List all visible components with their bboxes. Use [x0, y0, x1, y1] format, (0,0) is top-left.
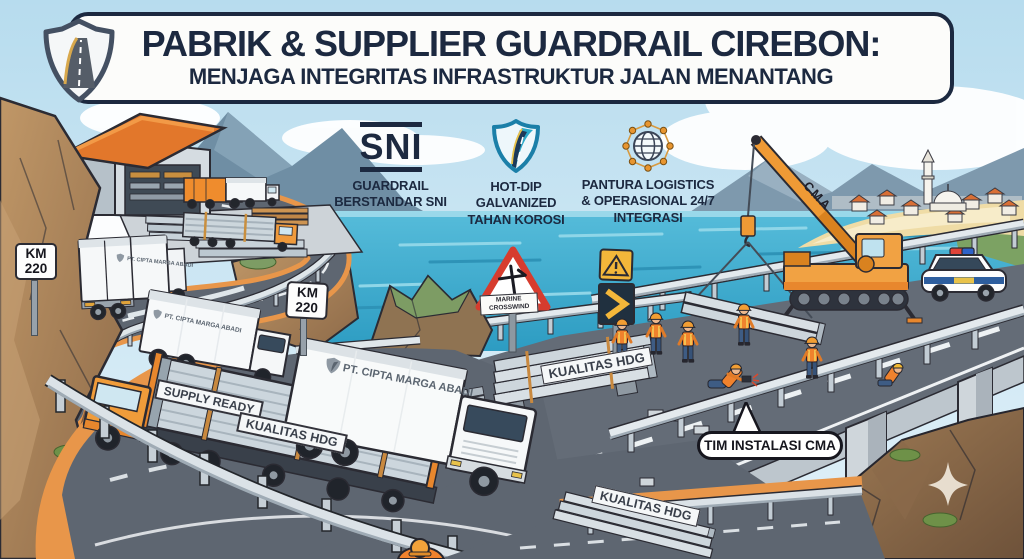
title-banner: PABRIK & SUPPLIER GUARDRAIL CIREBON: MEN… [68, 12, 954, 104]
truck-box-upper-left [77, 234, 187, 321]
shield-road-icon [492, 119, 540, 173]
coastal-hill [366, 274, 494, 358]
sparkle [928, 462, 968, 506]
feature-logistics-line1: PANTURA LOGISTICS [581, 177, 715, 192]
mountains-left-light [214, 112, 292, 180]
feature-galvanized-line1: HOT-DIP [490, 179, 542, 194]
mosque [921, 148, 967, 212]
crosswind-warning-plate: MARINE CROSSWIND [479, 292, 539, 316]
crane [680, 135, 923, 346]
km-sign-pole [31, 280, 38, 336]
front-guardrail [44, 374, 472, 559]
feature-galvanized-line3: TAHAN KOROSI [467, 211, 565, 227]
worker-installing [707, 363, 760, 389]
feature-sni: SNI GUARDRAIL BERSTANDAR SNI [333, 122, 448, 210]
workers [396, 302, 904, 559]
company-label-center: PT. CIPTA MARGA ABADI [324, 356, 475, 401]
feature-logistics-line3: INTEGRASI [613, 209, 683, 225]
worker-bottom [396, 538, 446, 559]
install-team-callout: TIM INSTALASI CMA [697, 431, 843, 460]
truck-white-small [225, 177, 280, 208]
km-marker-sign-1: KM 220 [15, 243, 57, 281]
feature-logistics: PANTURA LOGISTICS & OPERASIONAL 24/7 INT… [578, 120, 718, 226]
poster-subtitle: MENJAGA INTEGRITAS INFRASTRUKTUR JALAN M… [188, 64, 834, 90]
houses [848, 187, 1020, 225]
globe-network-icon [622, 120, 674, 172]
feature-sni-line1: GUARDRAIL [352, 177, 429, 193]
cliff-bottom-right [826, 406, 1024, 559]
company-shield-icon [116, 253, 125, 263]
company-label-left-truck: PT. CIPTA MARGA ABADI [152, 308, 242, 335]
police-car [921, 247, 1007, 302]
km-sign-pole [300, 318, 307, 356]
company-label-upper-truck: PT. CIPTA MARGA ABADI [116, 253, 194, 270]
km-marker-sign-2: KM 220 [285, 280, 329, 321]
sni-logo: SNI [359, 122, 422, 172]
company-shield-icon [326, 357, 341, 374]
company-shield-icon [153, 309, 162, 319]
feature-logistics-line2: & OPERASIONAL 24/7 [581, 193, 715, 209]
poster-title: PABRIK & SUPPLIER GUARDRAIL CIREBON: [141, 22, 882, 64]
truck-flatbed-small [181, 211, 299, 252]
worker-far-right [877, 362, 904, 387]
shield-road-logo [43, 18, 115, 103]
feature-sni-line2: BERSTANDAR SNI [334, 194, 447, 210]
feature-galvanized-line2: GALVANIZED [475, 195, 557, 211]
feature-galvanized: HOT-DIP GALVANIZED TAHAN KOROSI [457, 118, 575, 228]
factory-roof [58, 112, 228, 170]
